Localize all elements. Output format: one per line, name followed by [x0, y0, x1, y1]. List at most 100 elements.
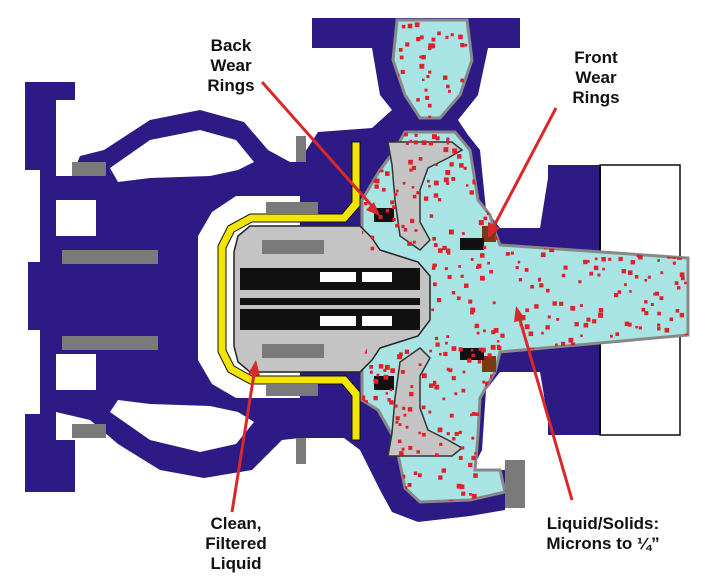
particle — [413, 140, 418, 145]
particle — [458, 347, 463, 352]
particle — [482, 380, 486, 384]
particle — [615, 332, 620, 336]
particle — [405, 425, 409, 429]
particle — [429, 214, 434, 218]
particle — [487, 261, 490, 265]
particle — [398, 48, 403, 52]
particle — [644, 300, 648, 304]
particle — [383, 374, 389, 380]
particle — [446, 181, 450, 185]
particle — [395, 189, 399, 193]
particle — [451, 291, 456, 295]
particle — [400, 370, 405, 374]
particle — [475, 412, 479, 416]
particle — [485, 381, 490, 387]
particle — [390, 368, 395, 373]
particle — [452, 148, 458, 154]
particle — [416, 98, 420, 102]
particle — [397, 439, 402, 444]
particle — [653, 292, 657, 296]
particle — [669, 317, 674, 322]
impeller-upper-vane — [387, 141, 464, 251]
particle — [441, 468, 446, 473]
particle — [481, 142, 485, 147]
particle — [451, 177, 456, 181]
particle — [395, 416, 400, 421]
particle — [524, 324, 530, 330]
particle — [446, 137, 450, 141]
particle — [445, 248, 451, 253]
particle — [617, 290, 622, 294]
particle — [431, 37, 436, 42]
particle — [480, 253, 485, 258]
particle — [451, 376, 456, 381]
particle — [404, 349, 410, 354]
particle — [449, 413, 454, 418]
arrow-liquid-solids — [514, 306, 574, 501]
particle — [594, 257, 598, 261]
arrow-clean-liquid — [230, 360, 260, 513]
particle — [387, 398, 391, 402]
particle — [650, 303, 654, 306]
particle — [476, 263, 482, 269]
bracket-window-upper — [110, 130, 254, 182]
particle — [456, 483, 462, 489]
particle — [458, 34, 463, 40]
particle — [610, 334, 613, 338]
particle — [432, 383, 436, 386]
particle — [436, 298, 442, 303]
particle — [451, 346, 457, 351]
particle — [431, 308, 434, 312]
particle — [465, 117, 468, 120]
particle — [363, 400, 368, 405]
particle — [461, 491, 466, 496]
particle — [587, 260, 590, 263]
particle — [446, 141, 450, 145]
particle — [373, 395, 378, 401]
particle — [385, 392, 389, 395]
particle — [677, 286, 681, 290]
arrow-front-wear-rings — [488, 107, 558, 238]
particle — [474, 323, 479, 329]
particle — [485, 198, 489, 202]
particle — [450, 33, 454, 37]
particle — [419, 55, 422, 59]
particle — [411, 186, 415, 189]
particle — [556, 318, 560, 321]
particle — [608, 257, 612, 261]
particle — [421, 405, 426, 410]
particle — [469, 190, 474, 195]
particle — [447, 251, 451, 255]
particle — [472, 179, 478, 185]
particle — [534, 304, 539, 309]
particle — [478, 347, 482, 351]
particle — [493, 328, 499, 333]
particle — [445, 341, 448, 345]
particle — [401, 24, 406, 29]
particle — [657, 323, 661, 327]
particle — [454, 392, 458, 396]
label-back-wear-rings: Back Wear Rings — [207, 36, 255, 95]
particle — [405, 142, 409, 145]
particle — [494, 234, 499, 240]
particle — [445, 170, 451, 175]
particle — [443, 351, 448, 357]
particle — [435, 342, 440, 347]
particle — [496, 344, 500, 348]
particle — [580, 334, 583, 337]
particle — [401, 474, 406, 479]
particle — [483, 329, 486, 333]
label-front-wear-rings: Front Wear Rings — [572, 48, 620, 107]
particle — [428, 141, 433, 146]
particle — [471, 493, 477, 499]
particle — [432, 236, 436, 241]
particle — [416, 37, 421, 42]
particle — [644, 279, 648, 282]
particle — [510, 251, 514, 255]
particle — [679, 312, 685, 318]
particle — [446, 84, 450, 89]
particle — [398, 423, 402, 427]
particle — [454, 432, 459, 436]
particle — [462, 370, 466, 374]
particle — [674, 281, 679, 285]
